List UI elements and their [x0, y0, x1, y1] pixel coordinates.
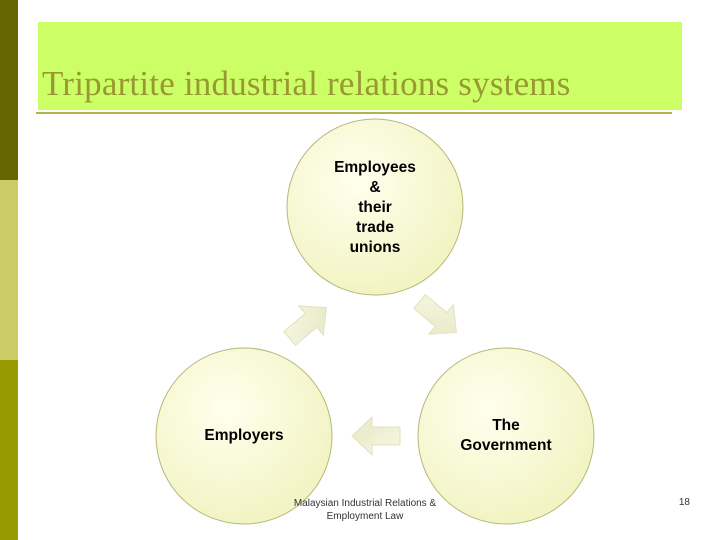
node-employees-label: Employees & their trade unions	[334, 159, 416, 256]
arrow-to-employees	[283, 305, 327, 347]
footer-text: Malaysian Industrial Relations & Employm…	[293, 498, 437, 522]
arrow-to-government	[413, 293, 457, 335]
node-government-circle	[417, 347, 595, 525]
title-underline	[36, 112, 672, 114]
page-number: 18	[678, 497, 690, 508]
node-employees-circle	[286, 118, 464, 296]
arrow-to-employers	[351, 415, 401, 457]
left-accent-bar-middle	[0, 180, 18, 360]
node-employers-label: Employers	[204, 427, 284, 444]
left-accent-bar-top	[0, 0, 18, 180]
title-band	[38, 22, 682, 110]
slide-title: Tripartite industrial relations systems	[42, 64, 571, 103]
left-accent-bar-bottom	[0, 360, 18, 540]
node-government-label: The Government	[460, 417, 552, 454]
node-employers-circle	[155, 347, 333, 525]
